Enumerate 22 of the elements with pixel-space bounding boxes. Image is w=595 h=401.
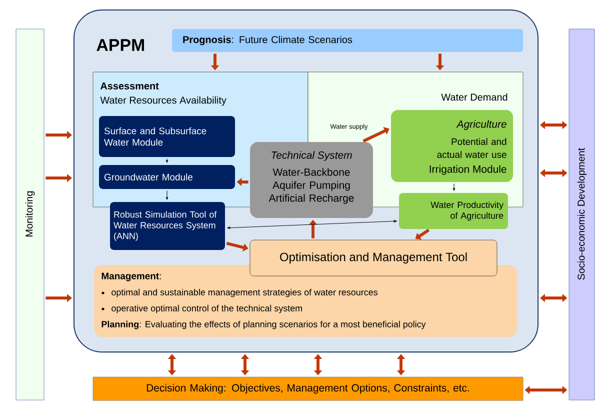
module-box: Groundwater Module <box>99 165 235 189</box>
arrow <box>362 127 390 142</box>
side-bar: Monitoring <box>16 28 44 400</box>
module-box: Water Productivity of Agriculture <box>399 193 508 229</box>
management-panel: Management: optimal and sustainable management strategies of water resources operative optimal control of the technical system Planning: Evaluating the effects of planning scenarios for a most beneficial policy <box>94 265 517 337</box>
side-bar: Socio-economic Development <box>568 28 595 400</box>
scenario-bar: Prognosis: Future Climate Scenarios <box>172 29 523 52</box>
arrow <box>415 228 430 240</box>
system-box: Technical System Water-Backbone Aquifer Pumping Artificial Recharge <box>250 142 373 218</box>
node-label: Planning: Evaluating the effects of planning scenarios for a most beneficial policy <box>102 320 426 330</box>
decision-bar: Decision Making: Objectives, Management Options, Constraints, etc. <box>92 376 524 401</box>
arrow <box>166 190 168 200</box>
module-box: Surface and Subsurface Water Module <box>99 116 235 157</box>
tool-box: Optimisation and Management Tool <box>250 240 498 276</box>
node-label: optimal and sustainable management strategies of water resources <box>112 288 378 298</box>
module-box: Agriculture Potential and actual water use Irrigation Module <box>391 110 513 182</box>
module-box: Robust Simulation Tool of Water Resources System (ANN) <box>110 202 225 250</box>
node-label: Management: <box>102 272 161 282</box>
arrow <box>227 220 397 229</box>
arrow <box>452 183 456 191</box>
node-label: operative optimal control of the technical system <box>112 304 302 314</box>
arrow <box>166 158 168 163</box>
